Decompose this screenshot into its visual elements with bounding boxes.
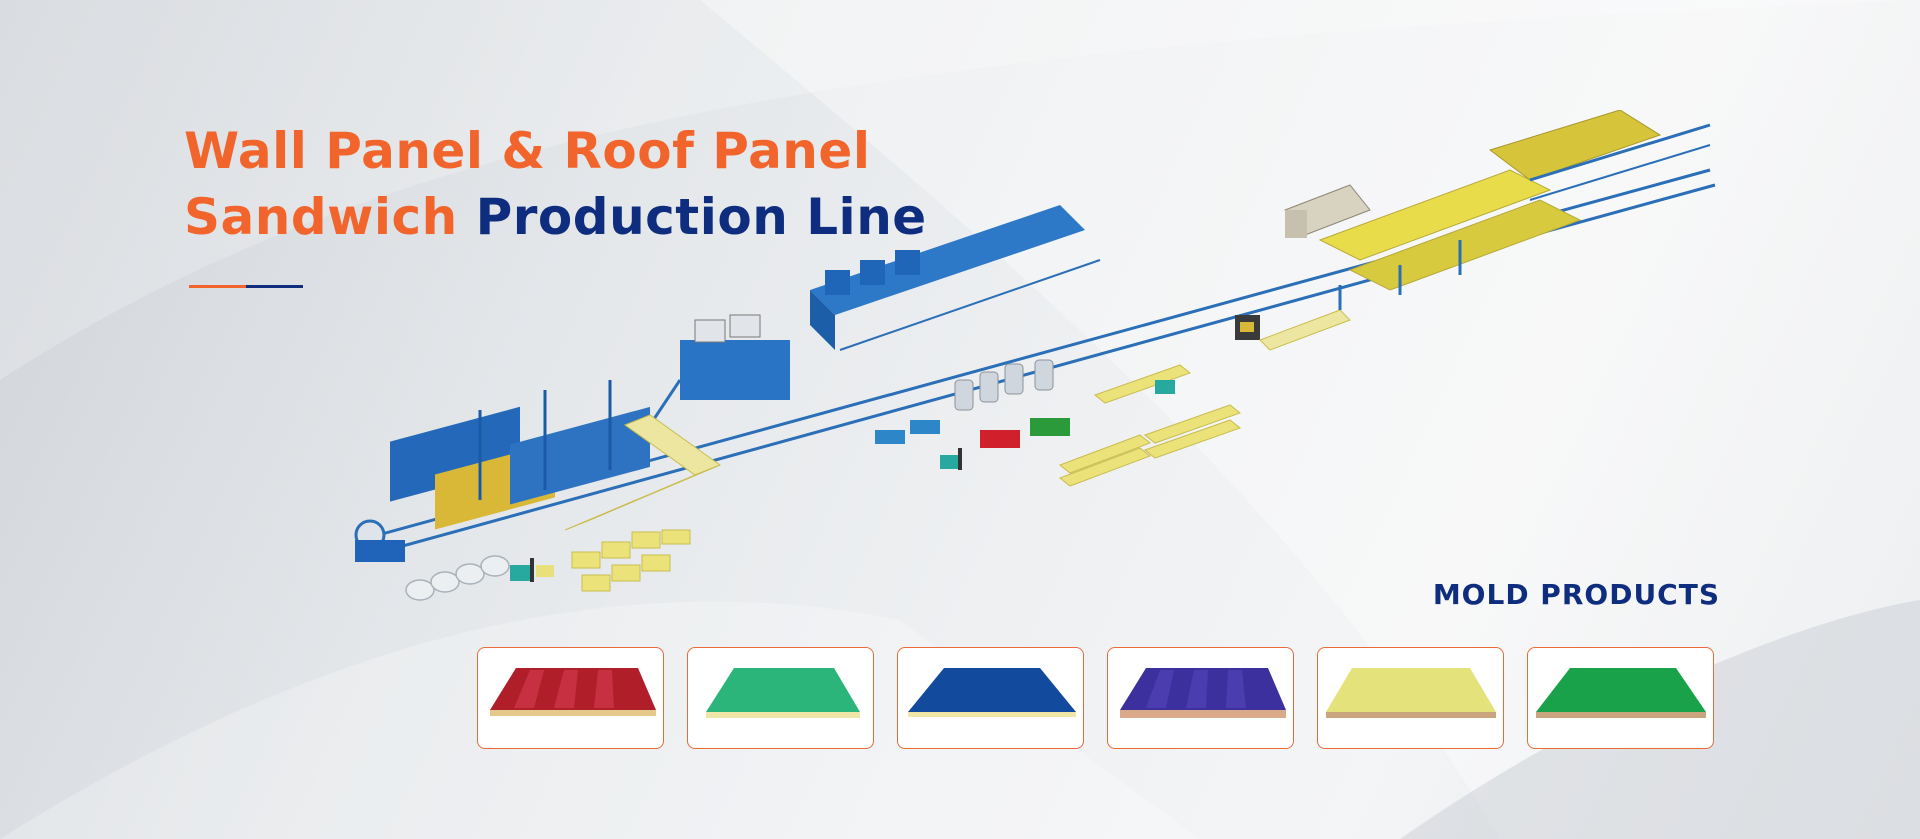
finished-panel-stacks [1059, 364, 1242, 487]
title-line-1: Wall Panel & Roof Panel [184, 122, 871, 180]
cutting-booth [1284, 184, 1371, 238]
roll-forming-machine [435, 380, 650, 530]
chemical-drums [980, 418, 1070, 448]
title-line-2-orange: Sandwich [184, 188, 458, 246]
underline-orange-segment [189, 285, 246, 288]
production-line-illustration [354, 110, 1716, 601]
green-flat-panel-icon-2 [1536, 668, 1706, 718]
underline-navy-segment [246, 285, 303, 288]
title-underline [189, 285, 303, 288]
page-title: Wall Panel & Roof Panel Sandwich Product… [184, 118, 927, 250]
purple-corrugated-panel-icon [1120, 668, 1286, 718]
uncoiler-machine [354, 406, 520, 562]
heating-oven [810, 205, 1101, 351]
cutting-saw-station [1235, 309, 1351, 351]
double-belt-station [638, 314, 790, 441]
product-card-green-flat-2[interactable] [1527, 647, 1714, 749]
product-card-green-flat[interactable] [687, 647, 874, 749]
panel-stacks-left [571, 529, 691, 592]
green-flat-panel-icon [706, 668, 860, 718]
mold-products-list [477, 647, 1717, 751]
stacking-system [1318, 169, 1582, 310]
chemical-tanks [954, 359, 1054, 411]
product-card-red-corrugated[interactable] [477, 647, 664, 749]
red-corrugated-panel-icon [490, 668, 656, 716]
product-card-yellow-flat[interactable] [1317, 647, 1504, 749]
foaming-pumps [875, 420, 940, 444]
storage-racks [1488, 110, 1711, 201]
forklift-2 [940, 448, 962, 470]
product-card-purple-corrugated[interactable] [1107, 647, 1294, 749]
mold-products-heading: MOLD PRODUCTS [1432, 578, 1720, 611]
yellow-flat-panel-icon [1326, 668, 1496, 718]
blue-flat-panel-icon [908, 668, 1076, 717]
title-line-2-navy: Production Line [475, 188, 927, 246]
side-conveyor [564, 414, 722, 531]
product-card-blue-flat[interactable] [897, 647, 1084, 749]
steel-coils [405, 555, 510, 601]
forklift-1 [510, 558, 554, 582]
forklift-3 [1155, 380, 1175, 394]
